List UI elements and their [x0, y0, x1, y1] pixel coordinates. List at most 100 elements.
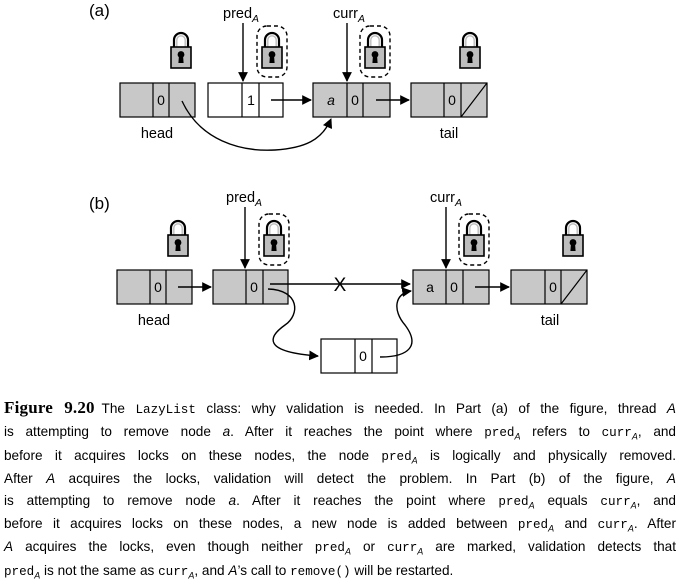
mark-bit: 0 [359, 348, 367, 364]
head-label: head [138, 313, 170, 329]
caption-line: before it acquires locks on these nodes,… [4, 445, 676, 468]
new-link-arrow [379, 287, 413, 358]
caption-text: curr [158, 564, 189, 579]
node-inserted: 0 [320, 338, 398, 374]
node-tail: 0 [410, 82, 488, 118]
caption-line: predA is not the same as currA, and A’s … [4, 560, 676, 583]
caption-text: before it acquires locks on these nodes,… [4, 516, 518, 532]
caption-text: remove() [290, 564, 351, 579]
caption-text: , and [637, 424, 676, 440]
caption-text: A [627, 523, 634, 534]
caption-text: A [666, 401, 676, 416]
caption-text: pred [498, 494, 529, 509]
caption-text: curr [601, 426, 632, 441]
caption-text: is logically and physically removed. [417, 447, 676, 463]
lock-icon [363, 31, 387, 70]
caption-text: A [666, 471, 676, 487]
caption-text: , and [636, 492, 676, 508]
caption-text: curr [597, 518, 628, 533]
caption-text: before it acquires locks on these nodes,… [4, 447, 382, 463]
pred-label: predA [226, 190, 262, 209]
head-label: head [141, 126, 173, 142]
lock-highlight-dashed [359, 25, 391, 78]
lock-icon [262, 219, 286, 258]
lock-highlight-dashed [256, 25, 288, 78]
lock-icon [166, 219, 190, 258]
caption-text: acquires the locks, validation will dete… [55, 471, 667, 487]
caption-text: acquires the locks, even though neither [13, 539, 315, 555]
caption-text: A [630, 500, 637, 511]
caption-line: is attempting to remove node a. After it… [4, 490, 676, 513]
caption-text: A [4, 539, 14, 555]
mark-bit: 0 [250, 279, 258, 295]
caption-text: curr [387, 541, 418, 556]
caption-text: pred [484, 426, 515, 441]
caption-text: equals [534, 492, 601, 508]
caption-text: are marked, validation detects that [423, 539, 676, 555]
bypass-link-arrow [181, 100, 333, 151]
mark-bit: 0 [450, 279, 458, 295]
mark-bit: 0 [549, 279, 557, 295]
caption-text: a [222, 424, 231, 440]
caption-text: refers to [520, 424, 602, 440]
caption-text: will be restarted. [350, 562, 454, 578]
caption-text: class: why validation is needed. In Part… [195, 401, 667, 416]
part-a-label: (a) [89, 1, 110, 20]
caption-text: . After it reaches the point where [236, 492, 499, 508]
mark-bit: 0 [351, 92, 359, 108]
node-key: a [426, 279, 434, 295]
caption-text: is attempting to remove node [4, 424, 223, 440]
curr-label: currA [333, 6, 365, 25]
caption-text: ’s call to [237, 562, 291, 578]
tail-label: tail [440, 126, 459, 142]
lock-icon [458, 31, 482, 70]
lock-highlight-dashed [258, 213, 290, 266]
caption-text: curr [600, 494, 631, 509]
caption-text: pred [4, 564, 35, 579]
pred-label: predA [223, 6, 259, 25]
caption-text: is not the same as [40, 562, 159, 578]
caption-text: , and [194, 562, 229, 578]
cut-mark: X [334, 275, 347, 296]
caption-text: A [417, 547, 424, 558]
lock-icon [561, 219, 585, 258]
figure-number: Figure 9.20 [4, 398, 95, 417]
caption-line: After A acquires the locks, validation w… [4, 468, 676, 489]
caption-line: Figure 9.20 The LazyList class: why vali… [4, 397, 676, 421]
node-removed: 1 [207, 82, 284, 118]
caption-text: A [514, 432, 521, 443]
tail-label: tail [541, 313, 560, 329]
lock-icon [260, 31, 284, 70]
new-link-arrow [267, 288, 319, 361]
mark-bit: 0 [157, 92, 165, 108]
node-tail: 0 [510, 269, 588, 305]
caption-text: . After it reaches the point where [230, 424, 485, 440]
caption-text: A [548, 523, 555, 534]
caption-text: A [228, 562, 238, 578]
caption-text: and [554, 516, 598, 532]
caption-text: is attempting to remove node [4, 492, 229, 508]
caption-text: LazyList [135, 403, 196, 417]
caption-text: A [46, 471, 56, 487]
caption-text: A [631, 432, 638, 443]
caption-line: A acquires the locks, even though neithe… [4, 536, 676, 559]
mark-bit: 0 [154, 279, 162, 295]
caption-text: A [411, 455, 418, 466]
part-b-label: (b) [89, 194, 110, 213]
curr-label: currA [430, 190, 462, 209]
caption-line: before it acquires locks on these nodes,… [4, 513, 676, 536]
figure-caption: Figure 9.20 The LazyList class: why vali… [4, 397, 676, 583]
mark-bit: 1 [247, 92, 255, 108]
caption-text: A [528, 500, 535, 511]
caption-text: A [344, 547, 351, 558]
caption-text: pred [381, 449, 412, 464]
caption-text: . After [633, 516, 677, 532]
node-key: a [327, 92, 335, 108]
caption-text: pred [314, 541, 345, 556]
caption-text: After [4, 471, 47, 487]
caption-line: is attempting to remove node a. After it… [4, 421, 676, 444]
mark-bit: 0 [448, 92, 456, 108]
lock-icon [462, 219, 486, 258]
caption-text: pred [517, 518, 549, 533]
node-head: 0 [119, 82, 196, 118]
